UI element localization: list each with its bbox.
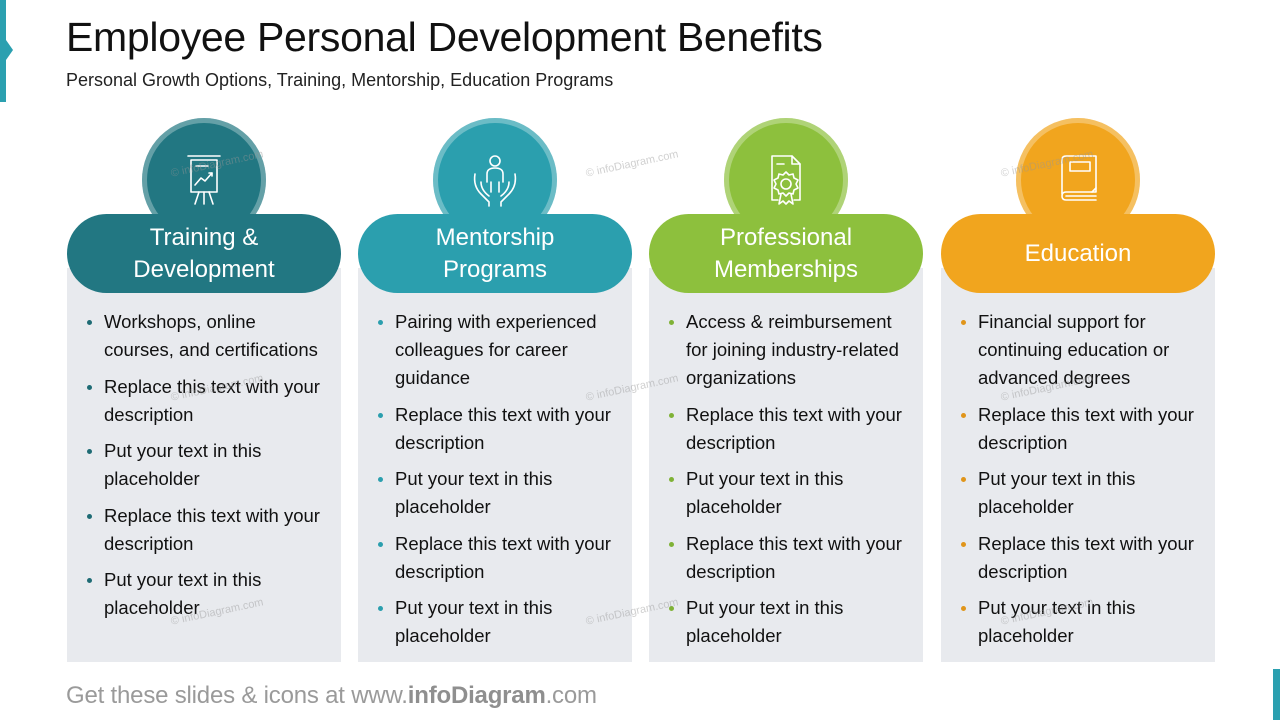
person-in-hands-icon (473, 155, 517, 207)
bullet-icon (669, 477, 674, 482)
list-item: Put your text in this placeholder (376, 465, 621, 521)
bullet-list: Workshops, online courses, and certifica… (85, 308, 330, 631)
column-education: Education Financial support for continui… (941, 118, 1215, 662)
bullet-icon (961, 606, 966, 611)
column-panel (649, 268, 923, 662)
list-item: Replace this text with your description (376, 401, 621, 457)
list-item: Put your text in this placeholder (85, 437, 330, 493)
list-item: Access & reimbursement for joining indus… (667, 308, 912, 392)
bullet-icon (669, 412, 674, 418)
column-title-line1: Mentorship (435, 223, 555, 251)
column-title-line1: Training & (149, 223, 259, 251)
list-item: Financial support for continuing educati… (959, 308, 1204, 392)
bullet-icon (378, 320, 383, 325)
column-title-line2: Programs (442, 255, 548, 283)
column-panel (358, 268, 632, 662)
list-item: Put your text in this placeholder (85, 566, 330, 622)
bullet-icon (961, 320, 966, 325)
bullet-icon (961, 412, 966, 418)
column-header: Professional Memberships (649, 214, 923, 293)
bullet-icon (378, 541, 383, 547)
right-accent-bar (1273, 669, 1280, 720)
column-training-development: Training & Development Workshops, online… (67, 118, 341, 662)
column-panel (67, 268, 341, 662)
list-item: Replace this text with your description (376, 530, 621, 586)
column-professional-memberships: Professional Memberships Access & reimbu… (649, 118, 923, 662)
page-title: Employee Personal Development Benefits (66, 14, 823, 60)
bullet-icon (87, 449, 92, 454)
list-item: Replace this text with your description (667, 401, 912, 457)
bullet-icon (669, 541, 674, 547)
bullet-icon (378, 477, 383, 482)
left-accent-arrow (6, 40, 13, 60)
bullet-list: Pairing with experienced colleagues for … (376, 308, 621, 659)
list-item: Replace this text with your description (85, 502, 330, 558)
presentation-chart-icon (187, 155, 221, 205)
list-item: Replace this text with your description (85, 373, 330, 429)
column-title-line2: Development (133, 255, 275, 283)
list-item: Replace this text with your description (667, 530, 912, 586)
page-subtitle: Personal Growth Options, Training, Mento… (66, 70, 614, 90)
list-item: Pairing with experienced colleagues for … (376, 308, 621, 392)
list-item: Put your text in this placeholder (667, 594, 912, 650)
column-title-line1: Professional (719, 223, 853, 251)
column-header: Training & Development (67, 214, 341, 293)
bullet-icon (669, 606, 674, 611)
list-item: Workshops, online courses, and certifica… (85, 308, 330, 364)
list-item: Replace this text with your description (959, 530, 1204, 586)
column-title-line1: Education (1024, 239, 1132, 267)
column-mentorship-programs: Mentorship Programs Pairing with experie… (358, 118, 632, 662)
list-item: Put your text in this placeholder (959, 594, 1204, 650)
column-panel (941, 268, 1215, 662)
footer-brand: infoDiagram (407, 682, 546, 709)
bullet-icon (961, 477, 966, 482)
certificate-icon (771, 155, 801, 205)
bullet-icon (961, 541, 966, 547)
bullet-icon (378, 606, 383, 611)
list-item: Put your text in this placeholder (376, 594, 621, 650)
list-item: Put your text in this placeholder (667, 465, 912, 521)
footer-link[interactable]: Get these slides & icons at www.infoDiag… (66, 682, 597, 709)
column-title-line2: Memberships (713, 255, 859, 283)
bullet-icon (87, 513, 92, 519)
bullet-list: Access & reimbursement for joining indus… (667, 308, 912, 659)
bullet-list: Financial support for continuing educati… (959, 308, 1204, 659)
column-header: Mentorship Programs (358, 214, 632, 293)
bullet-icon (87, 320, 92, 325)
bullet-icon (87, 384, 92, 390)
bullet-icon (87, 578, 92, 583)
left-accent-bar (0, 0, 6, 102)
book-icon (1061, 155, 1097, 201)
list-item: Replace this text with your description (959, 401, 1204, 457)
list-item: Put your text in this placeholder (959, 465, 1204, 521)
bullet-icon (378, 412, 383, 418)
column-header: Education (941, 214, 1215, 293)
bullet-icon (669, 320, 674, 325)
